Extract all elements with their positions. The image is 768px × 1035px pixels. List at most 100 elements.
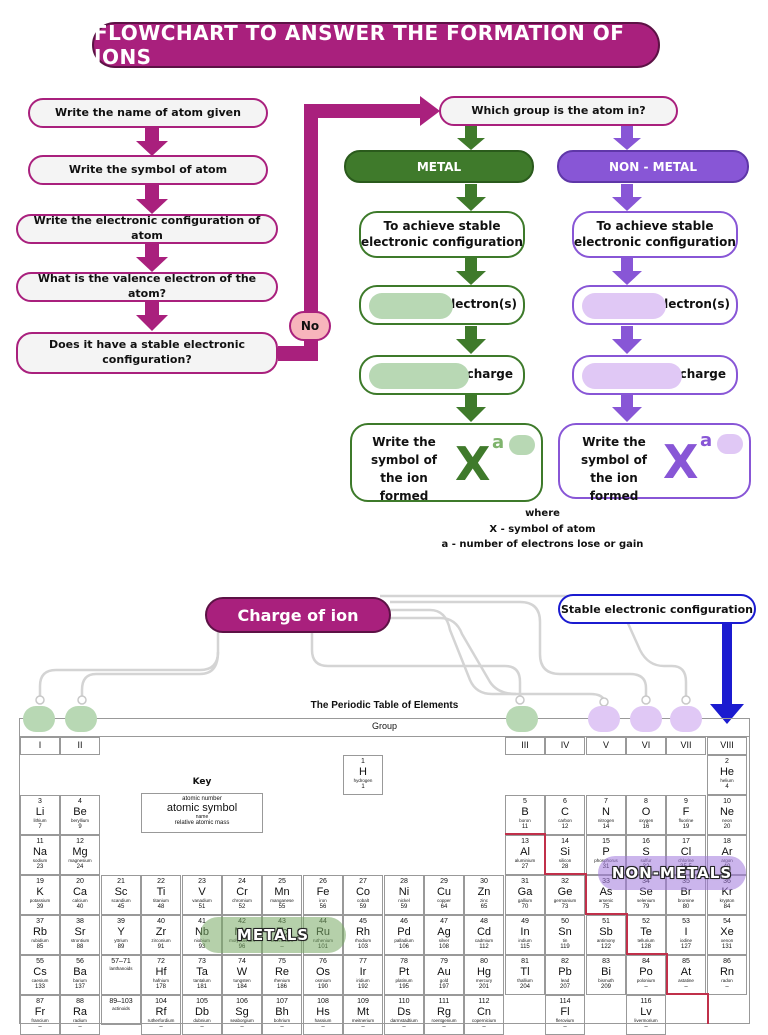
atomic-number: 11	[36, 838, 44, 845]
element-symbol: W	[236, 966, 248, 978]
element-name: rhodium	[354, 938, 372, 943]
element-symbol: Ag	[437, 926, 451, 938]
atomic-mass: 127	[680, 944, 691, 950]
atomic-number: 55	[36, 958, 44, 965]
element-name: tellurium	[637, 938, 655, 943]
element-name: arsenic	[598, 898, 614, 903]
element-symbol: K	[36, 886, 44, 898]
nonmetals-tag: NON-METALS	[611, 864, 733, 882]
element-name: scandium	[111, 898, 131, 903]
atomic-number: 114	[559, 998, 571, 1005]
element-name: darmstadtium	[390, 1018, 418, 1023]
atomic-mass: 11	[521, 824, 529, 830]
element-symbol: Ge	[557, 886, 573, 898]
group-header-II: II	[60, 737, 100, 755]
atomic-number: 39	[117, 918, 125, 925]
atomic-number: 30	[480, 878, 488, 885]
key-cell: atomic number atomic symbol name relativ…	[141, 793, 263, 833]
element-symbol: Ir	[359, 966, 367, 978]
atomic-mass: 4	[725, 784, 729, 790]
atomic-mass: 55	[278, 904, 286, 910]
element-symbol: Sr	[74, 926, 86, 938]
metal-electrons-label: electron(s)	[442, 297, 517, 312]
element-name: vanadium	[192, 898, 212, 903]
element-name: chromium	[232, 898, 252, 903]
element-symbol: Si	[560, 846, 570, 858]
metal-a-superscript: a	[492, 432, 505, 453]
periodic-table: Group Key atomic number atomic symbol na…	[19, 718, 750, 1035]
element-name: copernicium	[471, 1018, 497, 1023]
element-symbol: Cd	[476, 926, 492, 938]
element-name: titanium	[153, 898, 169, 903]
atomic-number: 37	[36, 918, 44, 925]
step-electronic-configuration: Write the electronic configuration of at…	[16, 214, 278, 244]
atomic-mass: –	[402, 1024, 406, 1030]
atomic-mass: –	[442, 1024, 446, 1030]
atomic-mass: 59	[400, 904, 408, 910]
atomic-mass: 91	[157, 944, 165, 950]
atomic-number: 47	[440, 918, 448, 925]
metal-x-symbol: X	[455, 437, 491, 491]
atomic-number: 4	[78, 798, 82, 805]
atomic-number: 53	[682, 918, 690, 925]
atomic-number: 83	[602, 958, 610, 965]
atomic-mass: 184	[236, 984, 247, 990]
element-symbol: Fe	[316, 886, 330, 898]
atomic-mass: 122	[600, 944, 611, 950]
atomic-mass: –	[38, 1024, 42, 1030]
atomic-number: 50	[561, 918, 569, 925]
element-name: helium	[720, 778, 734, 783]
group-question: Which group is the atom in?	[439, 96, 678, 126]
element-symbol: Al	[520, 846, 530, 858]
atomic-number: 8	[644, 798, 648, 805]
metal-charge-box: charge	[359, 355, 525, 395]
atomic-number: 79	[440, 958, 448, 965]
element-symbol: Zn	[477, 886, 491, 898]
atomic-number: 106	[236, 998, 248, 1005]
atomic-mass: 133	[34, 984, 45, 990]
atomic-mass: –	[321, 1024, 325, 1030]
group-header-IV: IV	[545, 737, 585, 755]
element-name: polonium	[636, 978, 656, 983]
element-symbol: H	[359, 766, 367, 778]
atomic-mass: –	[482, 1024, 486, 1030]
lanthanoids-range: 57–71	[111, 958, 131, 965]
element-symbol: Te	[640, 926, 652, 938]
element-symbol: Ga	[517, 886, 533, 898]
atomic-number: 12	[76, 838, 84, 845]
element-name: germanium	[553, 898, 577, 903]
atomic-number: 109	[357, 998, 369, 1005]
element-name: tantalum	[193, 978, 211, 983]
atomic-mass: 85	[36, 944, 44, 950]
element-symbol: Ti	[156, 886, 166, 898]
element-name: krypton	[719, 898, 735, 903]
atomic-mass: 40	[76, 904, 84, 910]
element-name: thallium	[517, 978, 533, 983]
atomic-number: 78	[400, 958, 408, 965]
element-symbol: Db	[194, 1006, 210, 1018]
element-symbol: Bh	[275, 1006, 289, 1018]
atomic-number: 82	[561, 958, 569, 965]
group-5-charge-marker	[588, 706, 620, 732]
element-name: bohrium	[273, 1018, 291, 1023]
atomic-number: 24	[238, 878, 246, 885]
element-name: astatine	[678, 978, 694, 983]
atomic-mass: 7	[38, 824, 42, 830]
atomic-number: 112	[478, 998, 490, 1005]
atomic-number: 107	[276, 998, 288, 1005]
atomic-mass: –	[280, 1024, 284, 1030]
